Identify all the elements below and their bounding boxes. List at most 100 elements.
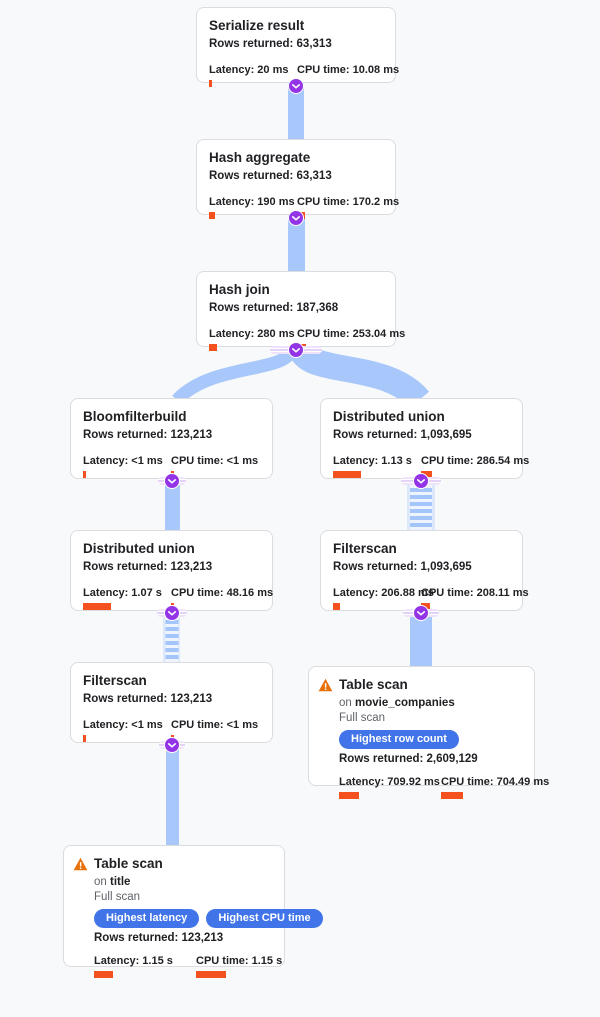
table-name: title — [110, 876, 131, 888]
edge-filterscan-to-table-scan-left — [166, 743, 179, 845]
node-rows-returned: Rows returned: 187,368 — [209, 302, 339, 314]
striped-edge-pattern — [410, 481, 432, 530]
cpu-bar — [441, 792, 463, 799]
node-rows-returned: Rows returned: 123,213 — [83, 429, 213, 441]
node-title: Filterscan — [333, 541, 397, 556]
node-rows-returned: Rows returned: 1,093,695 — [333, 561, 472, 573]
warning-triangle-icon — [73, 857, 88, 871]
node-latency: Latency: 1.07 s — [83, 587, 162, 599]
node-cpu-time: CPU time: 253.04 ms — [297, 328, 406, 340]
node-cpu-time: CPU time: 208.11 ms — [421, 587, 529, 599]
plan-node-distributed-union-left[interactable]: Distributed union Rows returned: 123,213… — [70, 530, 273, 611]
plan-node-table-scan-movie-companies[interactable]: Table scan on movie_companies Full scan … — [308, 666, 549, 799]
plan-node-filterscan-right[interactable]: Filterscan Rows returned: 1,093,695 Late… — [320, 530, 529, 611]
on-prefix: on — [94, 876, 107, 888]
scan-type-label: Full scan — [339, 712, 386, 724]
highest-latency-badge: Highest latency — [94, 909, 200, 928]
latency-bar — [333, 471, 361, 478]
plan-node-bloomfilterbuild[interactable]: Bloomfilterbuild Rows returned: 123,213 … — [70, 398, 273, 479]
edge-serialize-to-hash-aggregate — [288, 83, 304, 139]
node-rows-returned: Rows returned: 123,213 — [83, 561, 213, 573]
node-latency: Latency: <1 ms — [83, 455, 163, 467]
plan-node-hash-join[interactable]: Hash join Rows returned: 187,368 Latency… — [196, 271, 405, 351]
node-latency: Latency: 206.88 ms — [333, 587, 434, 599]
node-title: Hash join — [209, 282, 270, 297]
latency-bar — [83, 603, 111, 610]
cpu-bar — [196, 971, 226, 978]
collapse-children-button[interactable] — [164, 737, 180, 753]
node-rows-returned: Rows returned: 123,213 — [83, 693, 213, 705]
node-latency: Latency: 20 ms — [209, 64, 289, 76]
node-latency: Latency: 190 ms — [209, 196, 295, 208]
table-name: movie_companies — [355, 697, 455, 709]
plan-node-hash-aggregate[interactable]: Hash aggregate Rows returned: 63,313 Lat… — [196, 139, 399, 219]
latency-bar — [83, 735, 86, 742]
collapse-children-button[interactable] — [288, 78, 304, 94]
latency-bar — [209, 80, 212, 87]
warning-triangle-icon — [318, 678, 333, 692]
collapse-children-button[interactable] — [413, 605, 429, 621]
node-title: Table scan — [339, 677, 408, 692]
collapse-children-button[interactable] — [288, 210, 304, 226]
node-title: Serialize result — [209, 18, 305, 33]
plan-node-table-scan-title[interactable]: Table scan on title Full scan Highest la… — [63, 845, 323, 978]
chevron-down-icon — [292, 83, 300, 89]
latency-bar — [209, 212, 215, 219]
node-latency: Latency: 280 ms — [209, 328, 295, 340]
node-cpu-time: CPU time: 286.54 ms — [421, 455, 530, 467]
latency-bar — [209, 344, 217, 351]
edge-distributed-union-to-filterscan-left — [163, 613, 180, 662]
node-rows-returned: Rows returned: 123,213 — [94, 932, 224, 944]
chevron-down-icon — [168, 742, 176, 748]
node-cpu-time: CPU time: 1.15 s — [196, 955, 283, 967]
edge-distributed-union-to-filterscan-right — [407, 481, 435, 530]
node-title: Filterscan — [83, 673, 147, 688]
edge-filterscan-to-table-scan-right — [410, 611, 432, 666]
node-latency: Latency: <1 ms — [83, 719, 163, 731]
edge-hash-join-to-bloomfilterbuild — [172, 345, 299, 405]
chevron-down-icon — [292, 347, 300, 353]
node-title: Distributed union — [83, 541, 195, 556]
chevron-down-icon — [417, 478, 425, 484]
latency-bar — [333, 603, 340, 610]
node-rows-returned: Rows returned: 1,093,695 — [333, 429, 472, 441]
collapse-children-button[interactable] — [288, 342, 304, 358]
node-cpu-time: CPU time: 704.49 ms — [441, 776, 550, 788]
node-rows-returned: Rows returned: 63,313 — [209, 170, 332, 182]
highest-row-count-badge: Highest row count — [339, 730, 459, 749]
chevron-down-icon — [417, 610, 425, 616]
collapse-children-button[interactable] — [413, 473, 429, 489]
latency-bar — [339, 792, 359, 799]
node-cpu-time: CPU time: <1 ms — [171, 455, 259, 467]
chevron-down-icon — [168, 610, 176, 616]
highest-cpu-time-badge: Highest CPU time — [206, 909, 323, 928]
scan-type-label: Full scan — [94, 891, 141, 903]
chevron-down-icon — [292, 215, 300, 221]
node-latency: Latency: 709.92 ms — [339, 776, 440, 788]
node-rows-returned: Rows returned: 63,313 — [209, 38, 332, 50]
node-rows-returned: Rows returned: 2,609,129 — [339, 753, 478, 765]
plan-node-distributed-union-right[interactable]: Distributed union Rows returned: 1,093,6… — [320, 398, 529, 479]
on-prefix: on — [339, 697, 352, 709]
node-title: Bloomfilterbuild — [83, 409, 187, 424]
latency-bar — [94, 971, 113, 978]
latency-bar — [83, 471, 86, 478]
collapse-children-button[interactable] — [164, 473, 180, 489]
node-cpu-time: CPU time: <1 ms — [171, 719, 259, 731]
node-title: Hash aggregate — [209, 150, 311, 165]
plan-node-serialize-result[interactable]: Serialize result Rows returned: 63,313 L… — [196, 7, 400, 87]
node-cpu-time: CPU time: 48.16 ms — [171, 587, 274, 599]
striped-edge-pattern — [165, 613, 178, 662]
node-latency: Latency: 1.15 s — [94, 955, 173, 967]
chevron-down-icon — [168, 478, 176, 484]
node-cpu-time: CPU time: 10.08 ms — [297, 64, 400, 76]
collapse-children-button[interactable] — [164, 605, 180, 621]
node-title: Distributed union — [333, 409, 445, 424]
node-title: Table scan — [94, 856, 163, 871]
edge-hash-aggregate-to-hash-join — [288, 215, 305, 271]
node-target-table: on movie_companies — [339, 696, 522, 711]
plan-node-filterscan-left[interactable]: Filterscan Rows returned: 123,213 Latenc… — [70, 662, 273, 743]
edge-bloomfilterbuild-to-distributed-union — [165, 479, 180, 530]
